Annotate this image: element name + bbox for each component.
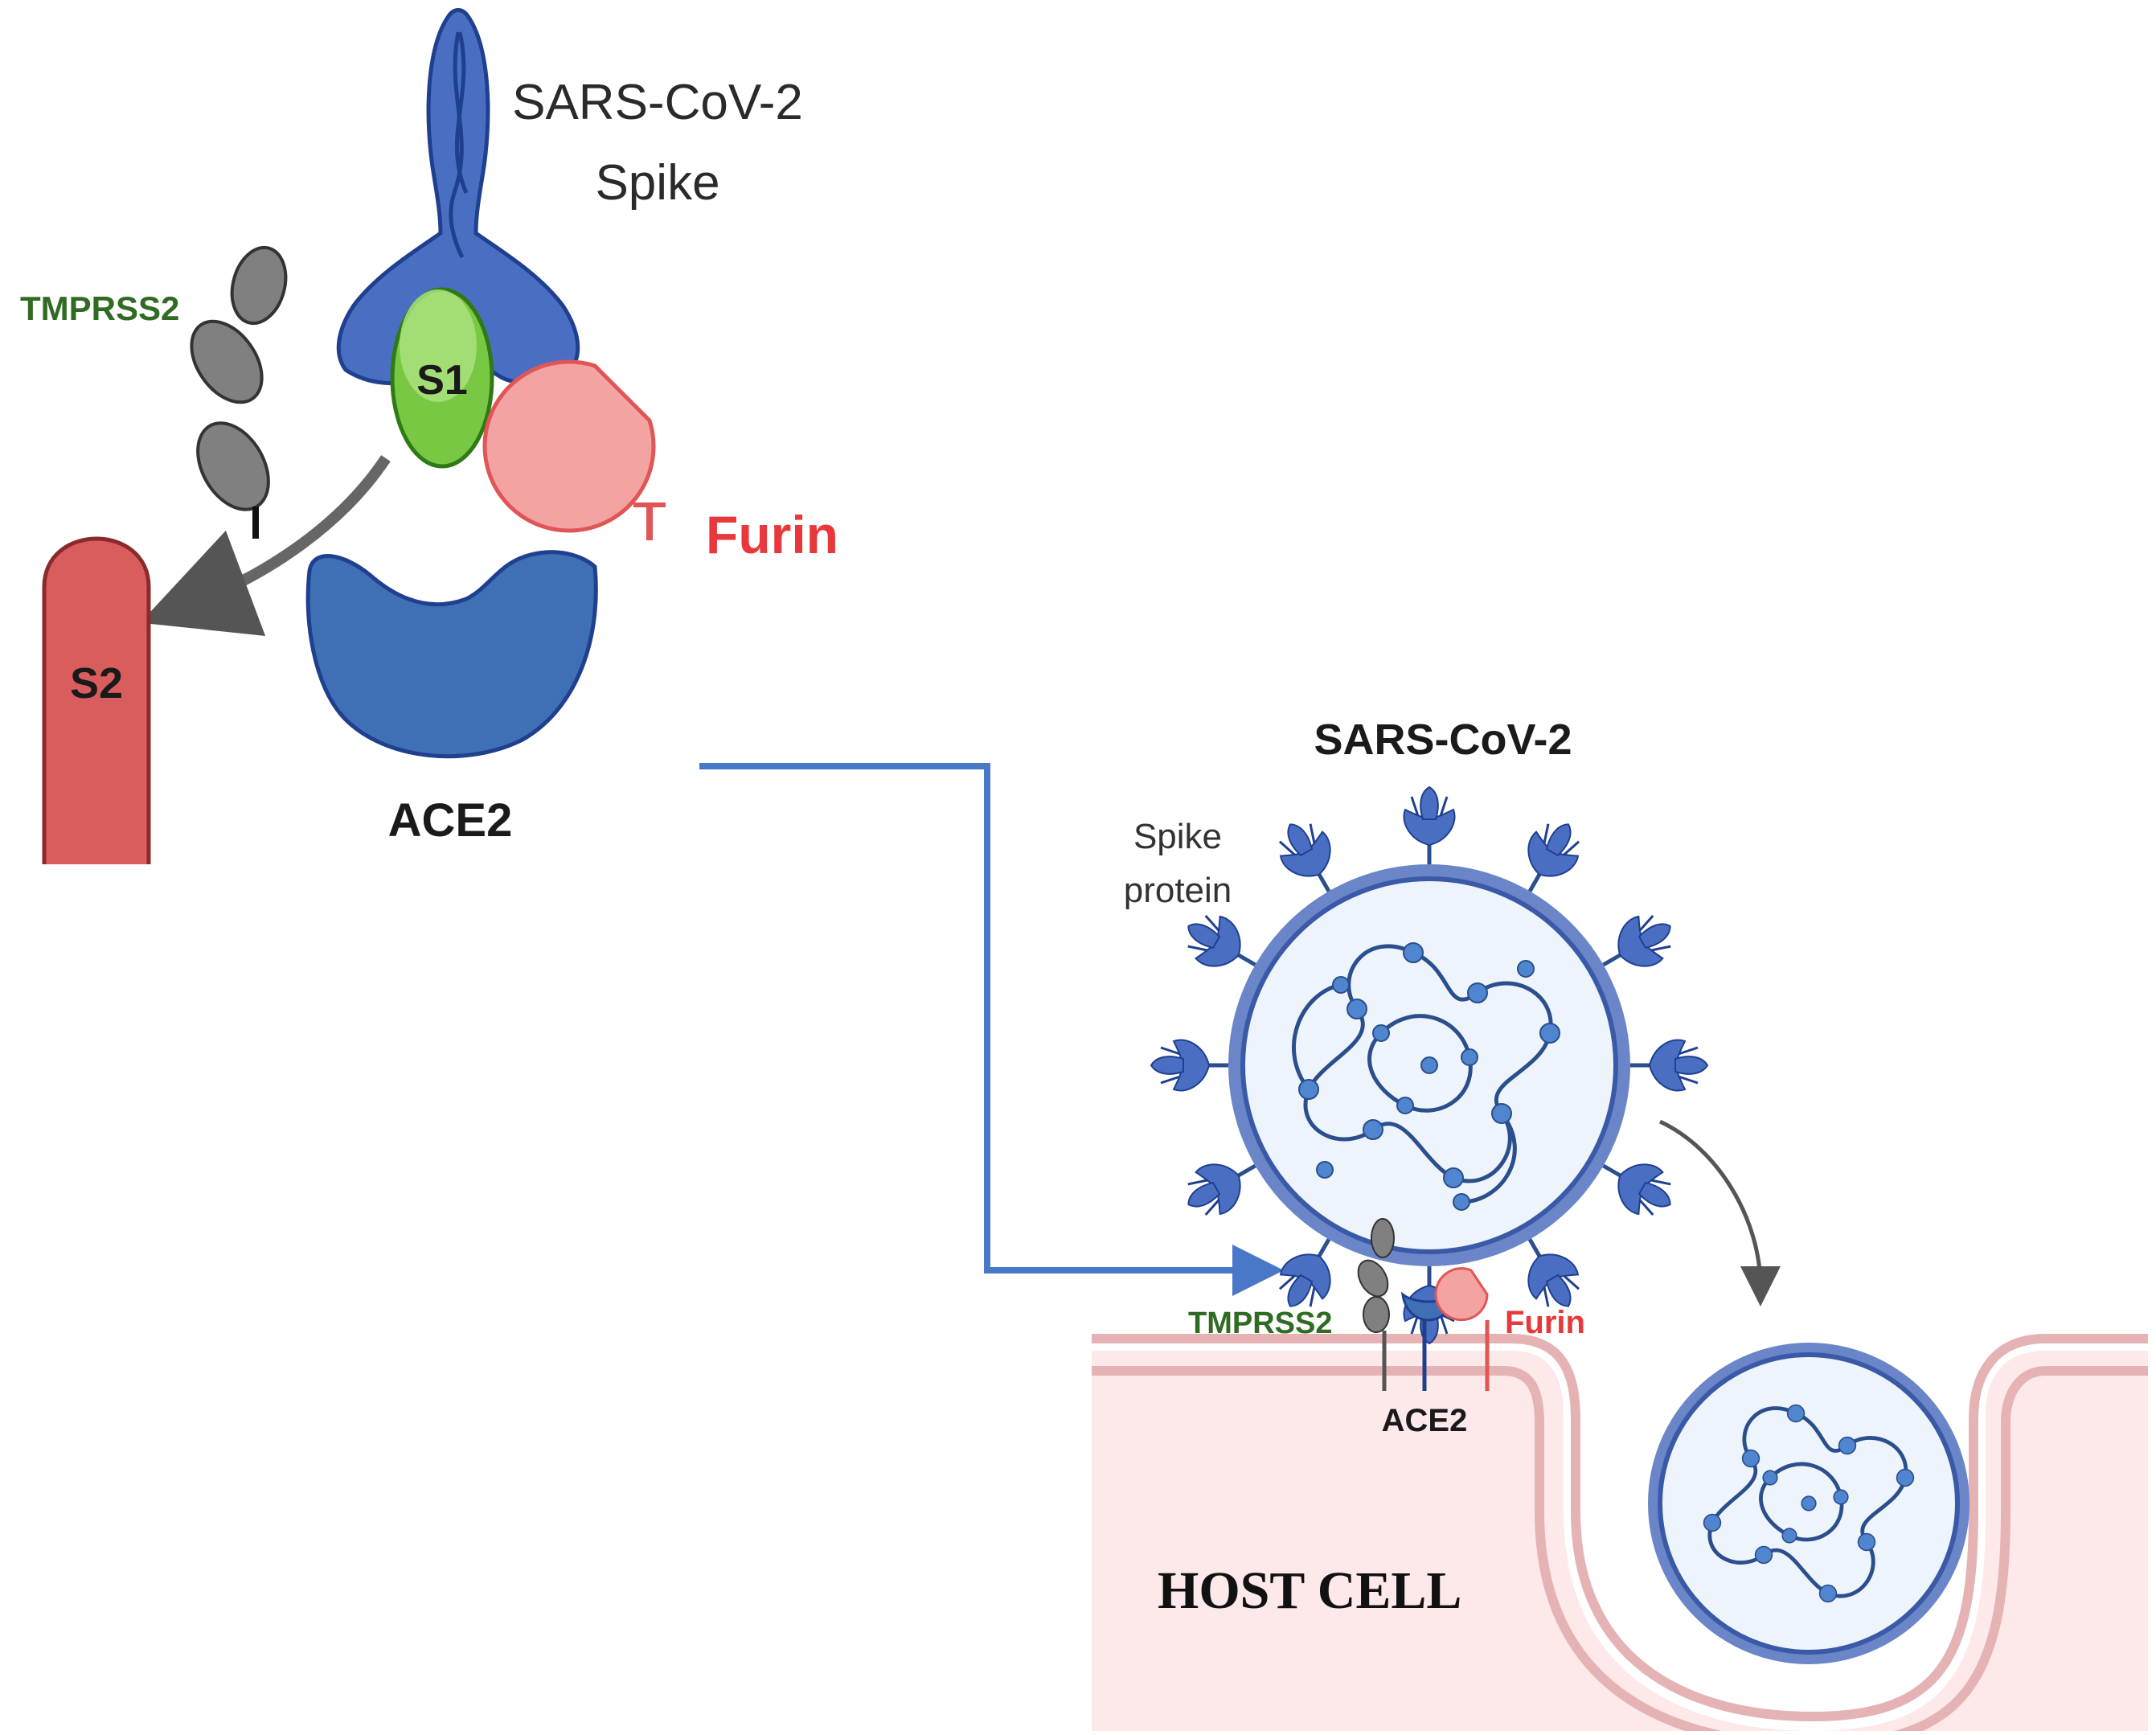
host-cell (1092, 1334, 2148, 1735)
ace2-receptor-icon (305, 550, 598, 759)
s1-label: S1 (416, 357, 468, 404)
furin-mini-label: Furin (1505, 1305, 1585, 1340)
ace2-mini-label: ACE2 (1382, 1403, 1468, 1438)
s2-label: S2 (70, 659, 123, 708)
s1-subunit: S1 (390, 287, 494, 469)
sars-cov2-virion-icon (1151, 787, 1707, 1343)
furin-label: Furin (706, 505, 838, 564)
spike-title-line1: SARS-CoV-2 (512, 75, 803, 130)
furin-icon (482, 359, 666, 540)
spike-title-line2: Spike (595, 155, 719, 211)
entry-arrow (1658, 1119, 1781, 1306)
tmprss2-icon (190, 245, 288, 539)
endocytosed-virion-icon (1648, 1343, 1970, 1664)
s2-subunit: S2 (42, 536, 151, 864)
spike-protein-label-line1: Spike (1133, 817, 1222, 856)
membrane-receptors (1357, 1218, 1490, 1391)
virus-title: SARS-CoV-2 (1314, 716, 1572, 764)
left-panel: S1 TMPRSS2 S2 Furin ACE2 SARS (20, 8, 838, 864)
right-panel: HOST CELL (1092, 716, 2148, 1735)
cleavage-arrow (140, 455, 391, 636)
spike-protein-label-line2: protein (1124, 871, 1232, 910)
tmprss2-mini-label: TMPRSS2 (1188, 1306, 1332, 1340)
host-cell-label: HOST CELL (1158, 1561, 1461, 1620)
ace2-label: ACE2 (388, 794, 513, 847)
furin-mini-icon (1434, 1267, 1490, 1391)
tmprss2-mini-icon (1357, 1218, 1395, 1391)
tmprss2-label: TMPRSS2 (20, 289, 179, 327)
connector-arrow (699, 763, 1284, 1296)
